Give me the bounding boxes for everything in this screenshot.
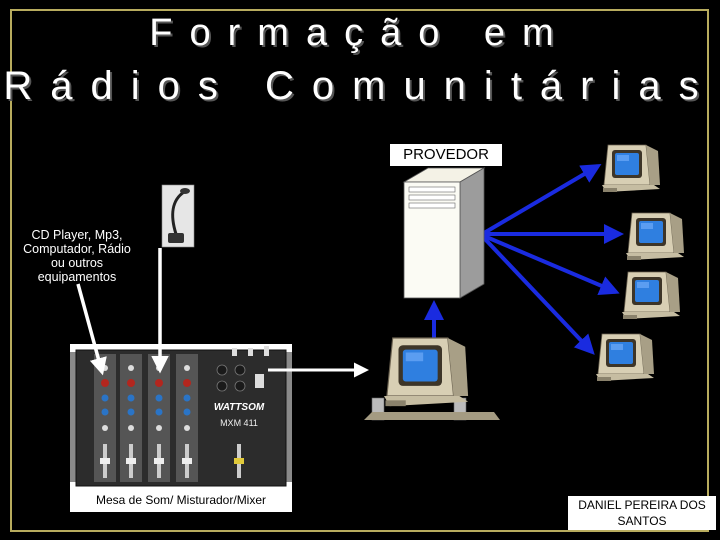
- client-computer-icon: [602, 145, 660, 192]
- mixer-console: WATTSOM MXM 411: [70, 344, 292, 488]
- client-computer-icon: [596, 334, 654, 381]
- author-label: DANIEL PEREIRA DOS SANTOS: [568, 496, 716, 530]
- mixer-model-text: MXM 411: [220, 418, 258, 428]
- mixer-label: Mesa de Som/ Misturador/Mixer: [70, 488, 292, 512]
- client-computer-icon: [626, 213, 684, 260]
- client-computer-icon: [622, 272, 680, 319]
- workstation-computer-icon: [364, 338, 500, 420]
- mixer-brand-text: WATTSOM: [214, 402, 265, 413]
- microphone-icon: [162, 185, 194, 247]
- sources-label: CD Player, Mp3, Computador, Rádio ou out…: [18, 228, 136, 284]
- server-tower: [404, 168, 484, 298]
- provider-label: PROVEDOR: [390, 144, 502, 166]
